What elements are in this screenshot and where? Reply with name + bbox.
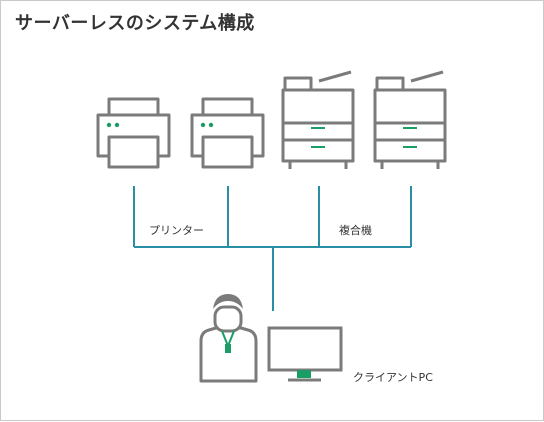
client-pc-label: クライアントPC bbox=[353, 371, 433, 384]
multifunction-printer-icon bbox=[281, 70, 355, 169]
network-connectors bbox=[133, 186, 412, 311]
multifunction-printer-icon bbox=[373, 70, 447, 169]
user-icon bbox=[199, 294, 258, 383]
printer-icon bbox=[190, 97, 265, 169]
page-title: サーバーレスのシステム構成 bbox=[15, 13, 255, 34]
printer-group-label: プリンター bbox=[149, 224, 204, 237]
mfp-group-label: 複合機 bbox=[339, 224, 372, 237]
monitor-icon bbox=[267, 326, 343, 382]
printer-icon bbox=[96, 97, 171, 169]
